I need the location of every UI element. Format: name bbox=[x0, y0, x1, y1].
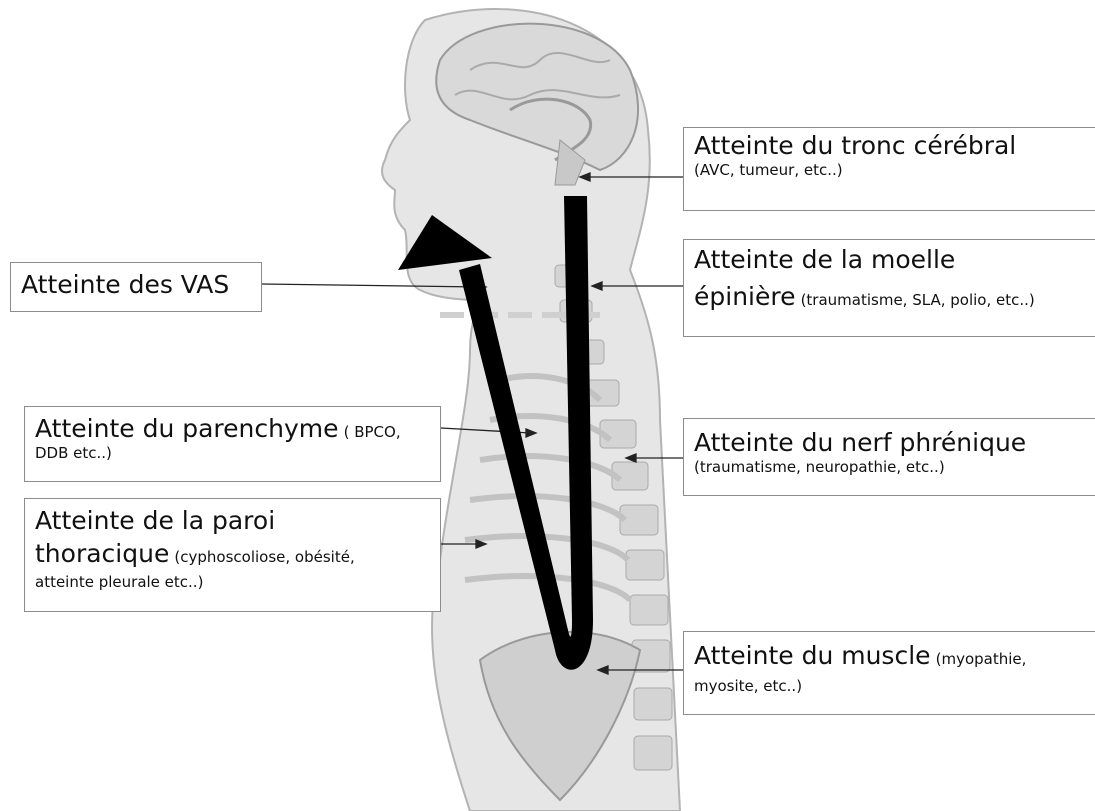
label-phrenique-detail: (traumatisme, neuropathie, etc..) bbox=[694, 458, 945, 476]
label-muscle-detail-1: (myopathie, bbox=[936, 650, 1027, 668]
vertebra bbox=[620, 505, 658, 535]
label-tronc-cerebral: Atteinte du tronc cérébral (AVC, tumeur,… bbox=[683, 127, 1095, 211]
vertebra bbox=[626, 550, 664, 580]
label-parenchyme-detail-2: DDB etc..) bbox=[35, 444, 112, 462]
label-muscle-detail-2: myosite, etc..) bbox=[694, 677, 802, 695]
label-paroi-detail-1: (cyphoscoliose, obésité, bbox=[174, 548, 354, 566]
label-moelle-title-2: épinière bbox=[694, 282, 795, 311]
vertebra bbox=[630, 595, 668, 625]
vertebra bbox=[634, 688, 672, 720]
label-nerf-phrenique: Atteinte du nerf phrénique (traumatisme,… bbox=[683, 418, 1095, 496]
label-muscle: Atteinte du muscle (myopathie, myosite, … bbox=[683, 631, 1095, 715]
label-moelle-title-1: Atteinte de la moelle bbox=[694, 245, 955, 274]
label-paroi-title-2: thoracique bbox=[35, 539, 169, 568]
label-moelle-epiniere: Atteinte de la moelle épinière (traumati… bbox=[683, 239, 1095, 337]
label-parenchyme-detail-1: ( BPCO, bbox=[344, 423, 401, 441]
vertebra bbox=[634, 736, 672, 770]
label-tronc-title: Atteinte du tronc cérébral bbox=[694, 131, 1016, 160]
label-phrenique-title: Atteinte du nerf phrénique bbox=[694, 428, 1026, 457]
label-vas: Atteinte des VAS bbox=[10, 262, 262, 312]
label-muscle-title: Atteinte du muscle bbox=[694, 641, 931, 670]
label-moelle-detail: (traumatisme, SLA, polio, etc..) bbox=[801, 291, 1035, 309]
label-parenchyme: Atteinte du parenchyme ( BPCO, DDB etc..… bbox=[24, 406, 441, 482]
label-paroi-thoracique: Atteinte de la paroi thoracique (cyphosc… bbox=[24, 498, 441, 612]
label-tronc-detail: (AVC, tumeur, etc..) bbox=[694, 161, 843, 179]
label-parenchyme-title: Atteinte du parenchyme bbox=[35, 414, 339, 443]
label-paroi-detail-2: atteinte pleurale etc..) bbox=[35, 573, 203, 591]
label-paroi-title-1: Atteinte de la paroi bbox=[35, 506, 275, 535]
label-vas-title: Atteinte des VAS bbox=[21, 270, 229, 299]
